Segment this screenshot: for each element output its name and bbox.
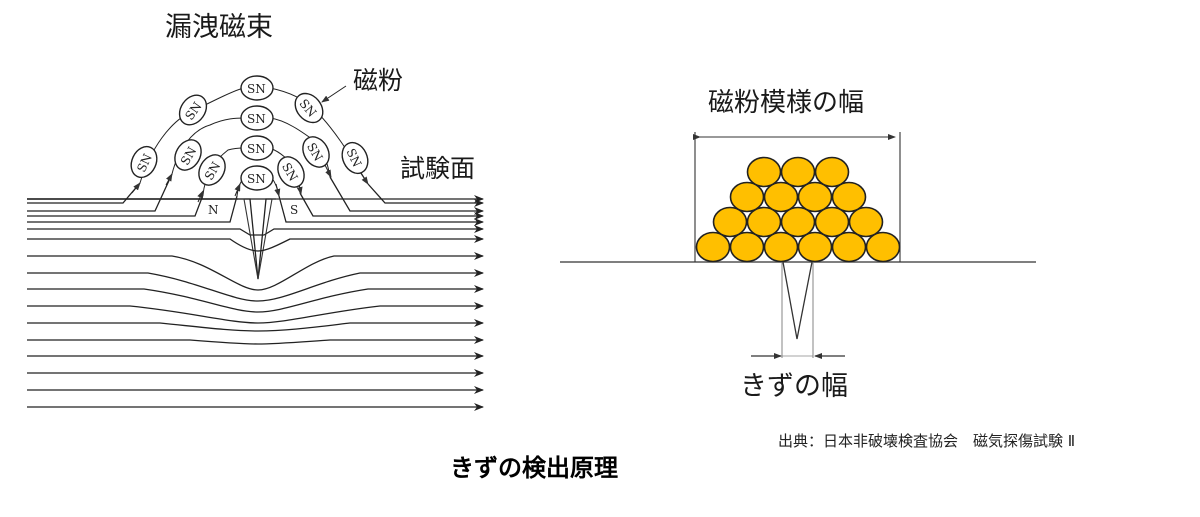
- right-figure-particle-pattern: [560, 132, 1036, 359]
- flaw-crack-right: [751, 261, 845, 359]
- magnetic-particle: [797, 181, 833, 213]
- surface-flux-lines: [27, 173, 484, 236]
- stacked-magnetic-particles: [695, 156, 901, 263]
- north-pole-label: N: [208, 203, 219, 217]
- magnetic-particle: [729, 231, 765, 263]
- magnetic-particle: [780, 156, 816, 188]
- magnetic-particle: [831, 181, 867, 213]
- svg-text:SN: SN: [247, 82, 266, 96]
- magnetic-particle: [763, 231, 799, 263]
- magnetic-particle: [814, 156, 850, 188]
- flaw-crack: [27, 198, 282, 280]
- magnetic-particle: [746, 156, 782, 188]
- magnetic-particle: [695, 231, 731, 263]
- magnetic-particle: [780, 206, 816, 238]
- pattern-width-label: 磁粉模様の幅: [708, 88, 865, 118]
- magnetic-particle: [848, 206, 884, 238]
- flux-direction-arrows: [131, 164, 369, 203]
- pattern-width-dimension: [693, 132, 901, 262]
- magnetic-particle: [797, 231, 833, 263]
- leakage-flux-label: 漏洩磁束: [165, 12, 273, 43]
- magnetic-particle: [831, 231, 867, 263]
- magnetic-powder-label: 磁粉: [353, 66, 404, 95]
- magnetic-particle: [763, 181, 799, 213]
- figure-caption: きずの検出原理: [450, 454, 618, 482]
- svg-text:SN: SN: [247, 112, 266, 126]
- left-figure-leakage-flux: [27, 85, 484, 411]
- svg-text:SN: SN: [247, 142, 266, 156]
- magnetic-particle: [865, 231, 901, 263]
- test-surface-label: 試験面: [400, 154, 476, 183]
- svg-text:SN: SN: [247, 172, 266, 186]
- source-note: 出典：日本非破壊検査協会 磁気探傷試験 Ⅱ: [778, 432, 1076, 450]
- magnetic-particle: [729, 181, 765, 213]
- powder-pointer-arrow: [321, 85, 347, 103]
- magnetic-particle: [712, 206, 748, 238]
- magnetic-particle: [814, 206, 850, 238]
- south-pole-label: S: [290, 203, 298, 217]
- magnetic-particle: [746, 206, 782, 238]
- flaw-width-label: きずの幅: [740, 371, 848, 402]
- pole-labels: N S: [208, 203, 298, 217]
- internal-flux-lines: [27, 235, 484, 411]
- magnetic-particles-sn: SN SN SN SN SN SN SN SN SN SN SN SN: [130, 75, 369, 191]
